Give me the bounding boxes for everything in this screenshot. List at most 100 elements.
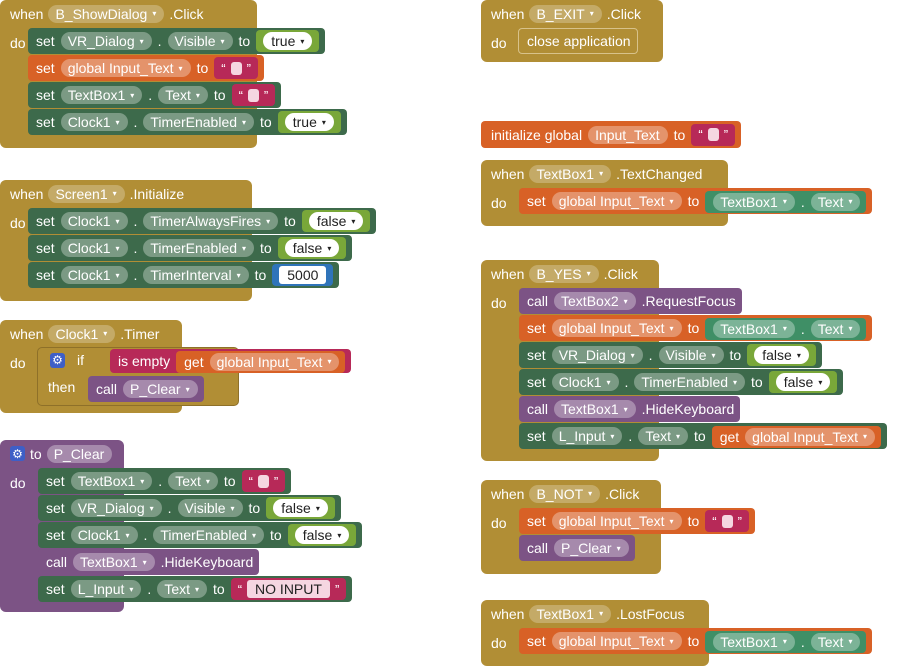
- component-dropdown[interactable]: Clock1▾: [60, 212, 128, 230]
- call-procedure-statement[interactable]: call P_Clear▾: [88, 376, 204, 402]
- empty-text-block[interactable]: “”: [214, 57, 258, 79]
- set-variable-statement[interactable]: set global Input_Text▾ to TextBox1▾ . Te…: [519, 188, 873, 214]
- procedure-dropdown[interactable]: P_Clear▾: [554, 539, 629, 557]
- component-dropdown[interactable]: TextBox1▾: [529, 604, 612, 623]
- close-application-statement[interactable]: close application: [518, 28, 638, 54]
- property-dropdown[interactable]: Text▾: [810, 192, 861, 211]
- global-variable-declaration[interactable]: initialize global Input_Text to “”: [481, 120, 742, 148]
- boolean-block[interactable]: false▾: [768, 371, 838, 393]
- procedure-name-field[interactable]: P_Clear: [46, 444, 113, 463]
- component-dropdown[interactable]: Clock1▾: [60, 239, 128, 257]
- component-dropdown[interactable]: B_NOT▾: [529, 484, 601, 503]
- variable-dropdown[interactable]: global Input_Text▾: [209, 352, 340, 371]
- variable-dropdown[interactable]: global Input_Text▾: [551, 192, 682, 210]
- component-dropdown[interactable]: TextBox1▾: [70, 472, 153, 490]
- get-variable-block[interactable]: get global Input_Text▾: [711, 425, 882, 448]
- property-getter-block[interactable]: TextBox1▾ . Text▾: [705, 190, 867, 213]
- component-dropdown[interactable]: VR_Dialog▾: [60, 32, 152, 50]
- property-getter-block[interactable]: TextBox1▾ . Text▾: [705, 630, 867, 653]
- boolean-block[interactable]: false▾: [301, 210, 371, 232]
- set-statement[interactable]: set Clock1▾ . TimerEnabled▾ to true▾: [28, 109, 347, 135]
- call-method-statement[interactable]: call TextBox1▾ .HideKeyboard: [38, 549, 260, 575]
- component-dropdown[interactable]: L_Input▾: [70, 580, 142, 598]
- call-procedure-statement[interactable]: call P_Clear▾: [519, 535, 635, 561]
- boolean-block[interactable]: true▾: [256, 30, 320, 52]
- event-block-textbox1-lostfocus[interactable]: when TextBox1▾ .LostFocus do set global …: [481, 600, 873, 666]
- component-dropdown[interactable]: B_ShowDialog▾: [48, 4, 165, 23]
- property-dropdown[interactable]: Visible▾: [658, 346, 724, 364]
- empty-text-block[interactable]: “”: [705, 510, 749, 532]
- property-getter-block[interactable]: TextBox1▾ . Text▾: [705, 317, 867, 340]
- property-dropdown[interactable]: Text▾: [168, 472, 218, 490]
- procedure-block-p-clear[interactable]: ⚙ to P_Clear do set TextBox1▾ . Text▾ to…: [0, 440, 363, 612]
- component-dropdown[interactable]: Clock1▾: [60, 266, 128, 284]
- component-dropdown[interactable]: TextBox1▾: [713, 632, 795, 651]
- property-dropdown[interactable]: TimerEnabled▾: [143, 113, 255, 131]
- property-dropdown[interactable]: Text▾: [810, 319, 861, 338]
- set-statement[interactable]: set Clock1▾ . TimerAlwaysFires▾ to false…: [28, 208, 377, 234]
- property-dropdown[interactable]: Text▾: [157, 580, 208, 598]
- set-statement[interactable]: set Clock1▾ . TimerEnabled▾ to false▾: [38, 522, 363, 548]
- component-dropdown[interactable]: TextBox1▾: [60, 86, 143, 104]
- boolean-block[interactable]: false▾: [266, 497, 335, 519]
- event-block-b-exit-click[interactable]: when B_EXIT▾ .Click do close application: [481, 0, 663, 62]
- set-variable-statement[interactable]: set global Input_Text▾ to TextBox1▾ . Te…: [519, 315, 873, 341]
- component-dropdown[interactable]: TextBox1▾: [73, 553, 155, 571]
- property-dropdown[interactable]: Text▾: [638, 427, 689, 445]
- set-statement[interactable]: set VR_Dialog▾ . Visible▾ to false▾: [38, 495, 341, 521]
- set-statement[interactable]: set VR_Dialog▾ . Visible▾ to false▾: [519, 342, 822, 368]
- get-variable-block[interactable]: get global Input_Text▾: [176, 350, 346, 373]
- set-statement[interactable]: set Clock1▾ . TimerEnabled▾ to false▾: [28, 235, 353, 261]
- boolean-block[interactable]: true▾: [277, 111, 341, 133]
- property-dropdown[interactable]: Text▾: [810, 632, 861, 651]
- mutator-gear-icon[interactable]: ⚙: [10, 446, 25, 461]
- component-dropdown[interactable]: TextBox1▾: [554, 400, 636, 418]
- call-method-statement[interactable]: call TextBox1▾ .HideKeyboard: [519, 396, 741, 422]
- component-dropdown[interactable]: B_EXIT▾: [529, 4, 602, 23]
- property-dropdown[interactable]: TimerEnabled▾: [634, 373, 746, 391]
- set-statement[interactable]: set VR_Dialog▾ . Visible▾ to true▾: [28, 28, 326, 54]
- component-dropdown[interactable]: Clock1▾: [551, 373, 619, 391]
- component-dropdown[interactable]: Clock1▾: [60, 113, 128, 131]
- variable-name-field[interactable]: Input_Text: [588, 125, 668, 144]
- set-statement[interactable]: set Clock1▾ . TimerInterval▾ to 5000: [28, 262, 340, 288]
- event-block-b-yes-click[interactable]: when B_YES▾ .Click do call TextBox2▾ .Re…: [481, 260, 888, 461]
- variable-dropdown[interactable]: global Input_Text▾: [551, 632, 682, 650]
- call-method-statement[interactable]: call TextBox2▾ .RequestFocus: [519, 288, 742, 314]
- number-block[interactable]: 5000: [272, 264, 334, 286]
- property-dropdown[interactable]: TimerEnabled▾: [153, 526, 265, 544]
- event-block-b-showdialog-click[interactable]: when B_ShowDialog▾ .Click do set VR_Dial…: [0, 0, 347, 148]
- set-variable-statement[interactable]: set global Input_Text▾ to “”: [519, 508, 755, 534]
- property-dropdown[interactable]: Text▾: [158, 86, 208, 104]
- variable-dropdown[interactable]: global Input_Text▾: [551, 512, 682, 530]
- component-dropdown[interactable]: TextBox1▾: [713, 192, 795, 211]
- boolean-block[interactable]: false▾: [747, 344, 816, 366]
- set-statement[interactable]: set TextBox1▾ . Text▾ to “”: [28, 82, 282, 108]
- set-statement[interactable]: set L_Input▾ . Text▾ to get global Input…: [519, 423, 888, 449]
- event-block-b-not-click[interactable]: when B_NOT▾ .Click do set global Input_T…: [481, 480, 755, 574]
- component-dropdown[interactable]: VR_Dialog▾: [551, 346, 643, 364]
- property-dropdown[interactable]: TimerAlwaysFires▾: [143, 212, 279, 230]
- mutator-gear-icon[interactable]: ⚙: [50, 352, 65, 368]
- empty-text-block[interactable]: “”: [241, 470, 286, 492]
- component-dropdown[interactable]: VR_Dialog▾: [70, 499, 162, 517]
- component-dropdown[interactable]: TextBox2▾: [554, 292, 636, 310]
- text-block[interactable]: “NO INPUT”: [230, 578, 347, 600]
- empty-text-block[interactable]: “”: [231, 84, 276, 106]
- component-dropdown[interactable]: TextBox1▾: [713, 319, 795, 338]
- component-dropdown[interactable]: Clock1▾: [48, 324, 116, 343]
- variable-dropdown[interactable]: global Input_Text▾: [745, 427, 876, 446]
- set-statement[interactable]: set Clock1▾ . TimerEnabled▾ to false▾: [519, 369, 844, 395]
- component-dropdown[interactable]: Clock1▾: [70, 526, 138, 544]
- set-variable-statement[interactable]: set global Input_Text▾ to “”: [28, 55, 264, 81]
- is-empty-block[interactable]: is empty get global Input_Text▾: [110, 349, 352, 373]
- property-dropdown[interactable]: TimerEnabled▾: [143, 239, 255, 257]
- set-variable-statement[interactable]: set global Input_Text▾ to TextBox1▾ . Te…: [519, 628, 873, 654]
- boolean-block[interactable]: false▾: [277, 237, 347, 259]
- variable-dropdown[interactable]: global Input_Text▾: [551, 319, 682, 337]
- component-dropdown[interactable]: Screen1▾: [48, 184, 125, 203]
- event-block-textbox1-textchanged[interactable]: when TextBox1▾ .TextChanged do set globa…: [481, 160, 873, 226]
- set-statement[interactable]: set TextBox1▾ . Text▾ to “”: [38, 468, 292, 494]
- procedure-dropdown[interactable]: P_Clear▾: [123, 380, 198, 398]
- set-statement[interactable]: set L_Input▾ . Text▾ to “NO INPUT”: [38, 576, 353, 602]
